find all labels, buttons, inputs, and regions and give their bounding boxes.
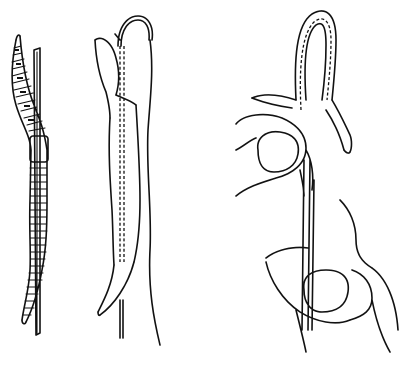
panel-worm-beside-hook [12,35,48,335]
panel-worm-threaded-on-hook [95,16,160,345]
earthworm-icon [12,35,48,324]
threaded-worm-icon [95,38,160,345]
lower-hand-icon [266,200,398,352]
upper-hand-icon [236,115,313,196]
panel-hand-baiting-hook [236,11,398,352]
